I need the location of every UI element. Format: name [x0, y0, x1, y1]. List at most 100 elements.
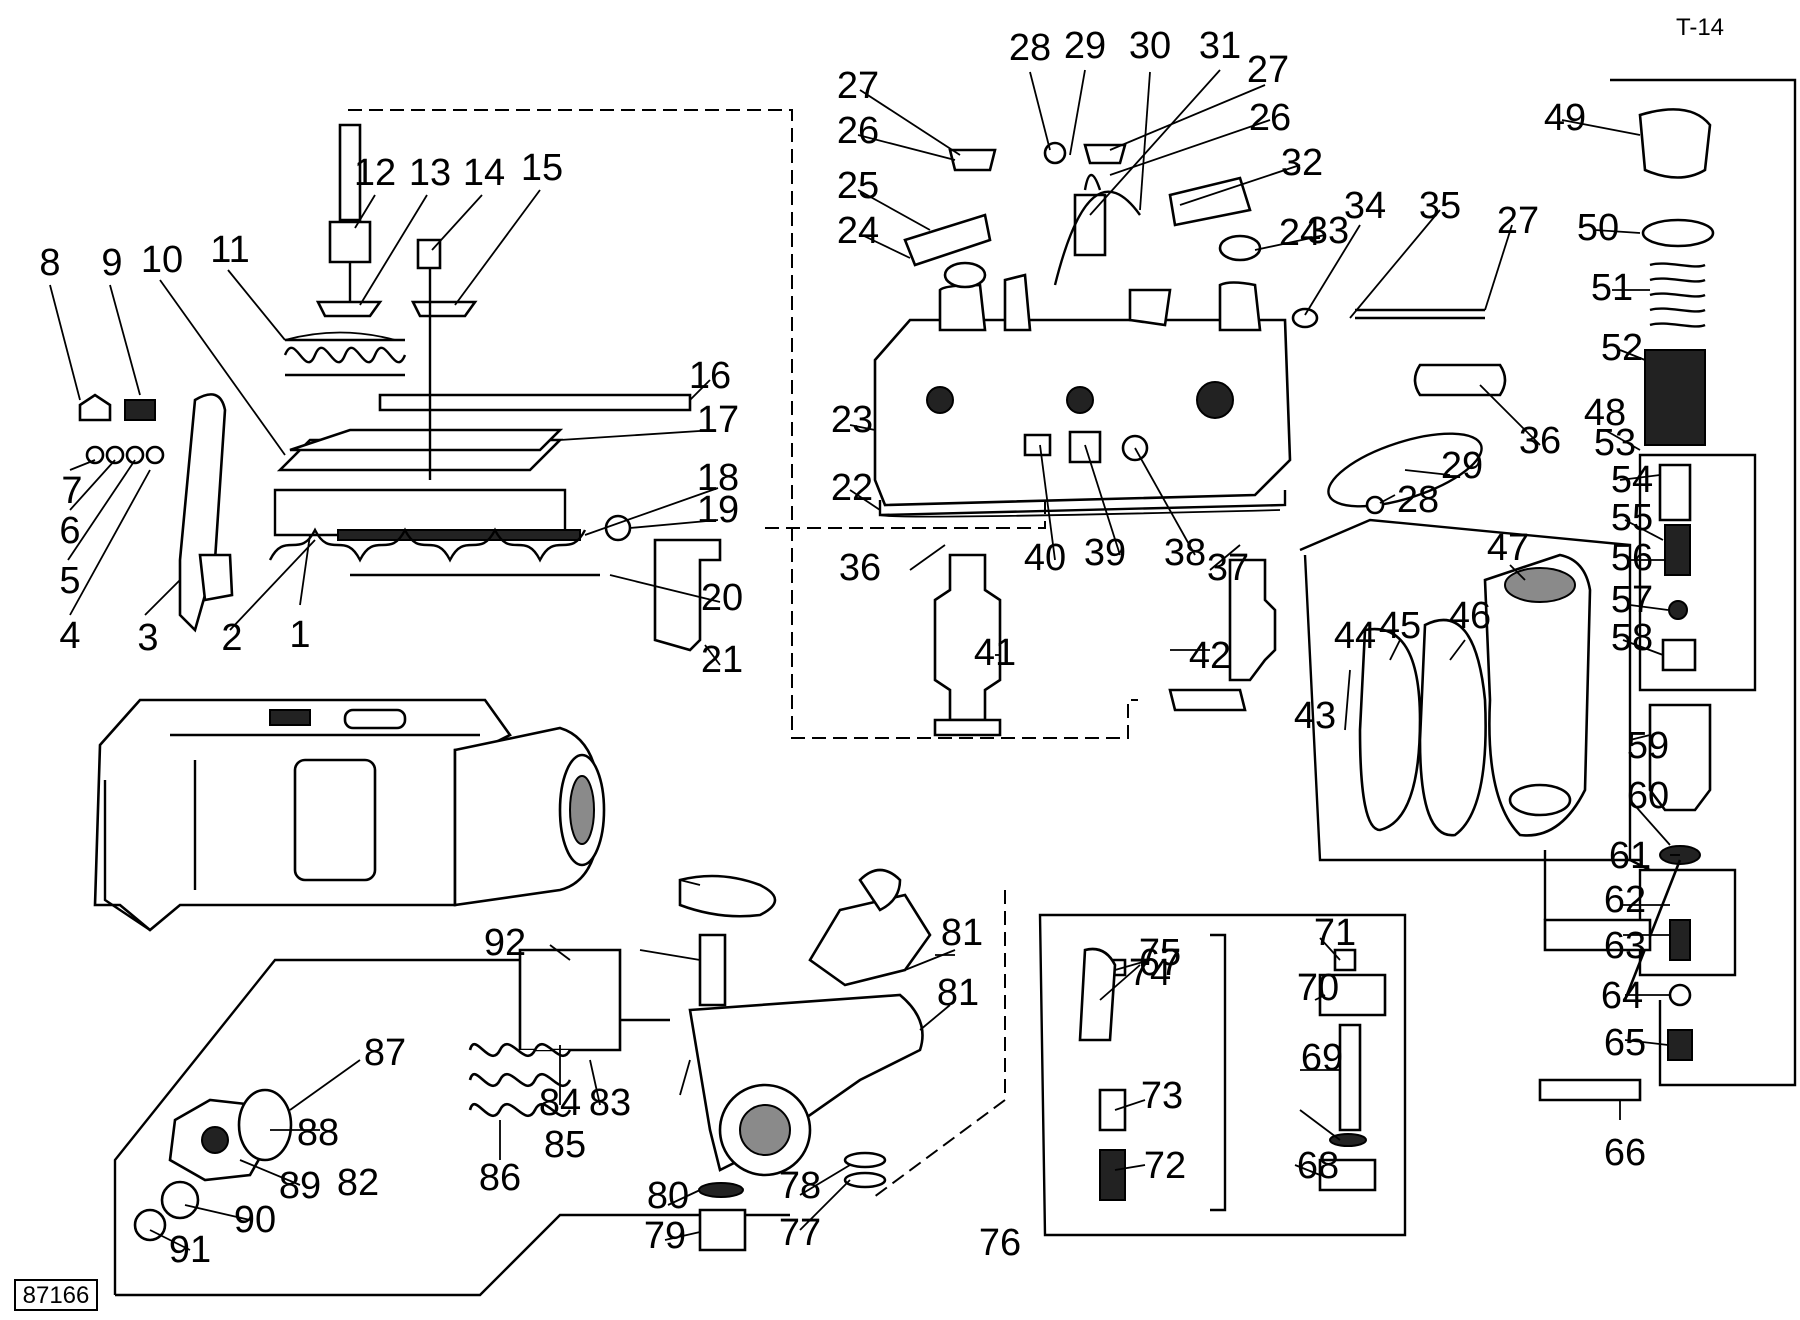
callout-8: 8: [39, 242, 60, 284]
callout-40: 40: [1024, 537, 1066, 579]
callout-57: 57: [1611, 579, 1653, 621]
callout-12: 12: [354, 152, 396, 194]
callout-69: 69: [1301, 1037, 1343, 1079]
tension-spring: [283, 338, 407, 377]
callout-15: 15: [521, 147, 563, 189]
callout-24: 24: [1279, 212, 1321, 254]
callout-34: 34: [1344, 185, 1386, 227]
callout-70: 70: [1297, 967, 1339, 1009]
pump-housing: [93, 698, 606, 932]
callout-56: 56: [1611, 537, 1653, 579]
callout-27: 27: [1497, 200, 1539, 242]
callout-26: 26: [837, 110, 879, 152]
callout-14: 14: [463, 152, 505, 194]
footer-code-box: 87166: [14, 1279, 98, 1311]
callout-45: 45: [1379, 605, 1421, 647]
callout-2: 2: [221, 617, 242, 659]
callout-67: 67: [1139, 942, 1181, 984]
callout-46: 46: [1449, 595, 1491, 637]
callout-87: 87: [364, 1032, 406, 1074]
callout-41: 41: [974, 632, 1016, 674]
callout-91: 91: [169, 1229, 211, 1271]
callout-43: 43: [1294, 695, 1336, 737]
callout-28: 28: [1397, 479, 1439, 521]
callout-71: 71: [1314, 912, 1356, 954]
callout-17: 17: [697, 399, 739, 441]
callout-92: 92: [484, 922, 526, 964]
callout-60: 60: [1627, 775, 1669, 817]
callout-37: 37: [1207, 547, 1249, 589]
callout-6: 6: [59, 510, 80, 552]
governor-linkage: [78, 123, 722, 652]
callout-54: 54: [1611, 459, 1653, 501]
footer-code: 87166: [23, 1282, 90, 1309]
callout-50: 50: [1577, 207, 1619, 249]
callout-28: 28: [1009, 27, 1051, 69]
callout-80: 80: [647, 1175, 689, 1217]
callout-13: 13: [409, 152, 451, 194]
callout-81: 81: [941, 912, 983, 954]
callout-11: 11: [210, 229, 249, 271]
callout-85: 85: [544, 1124, 586, 1166]
callout-61: 61: [1609, 835, 1651, 877]
callout-88: 88: [297, 1112, 339, 1154]
callout-19: 19: [697, 489, 739, 531]
leader-lines: [49, 69, 1680, 1251]
callout-9: 9: [101, 242, 122, 284]
callout-58: 58: [1611, 617, 1653, 659]
callout-52: 52: [1601, 327, 1643, 369]
callout-47: 47: [1487, 527, 1529, 569]
right-column-parts: [1623, 108, 1715, 1061]
callout-36: 36: [1519, 420, 1561, 462]
callout-20: 20: [701, 577, 743, 619]
callout-42: 42: [1189, 635, 1231, 677]
callout-29: 29: [1064, 25, 1106, 67]
callout-18: 18: [697, 457, 739, 499]
callout-49: 49: [1544, 97, 1586, 139]
assembly-boundaries: [113, 78, 1797, 1297]
callout-3: 3: [137, 617, 158, 659]
callout-21: 21: [701, 639, 743, 681]
callout-72: 72: [1144, 1145, 1186, 1187]
callout-75: 75: [1139, 932, 1181, 974]
callout-64: 64: [1601, 975, 1643, 1017]
callout-27: 27: [837, 65, 879, 107]
callout-51: 51: [1591, 267, 1633, 309]
callout-10: 10: [141, 239, 183, 281]
sheet-code: T-14: [1676, 14, 1724, 41]
callout-66: 66: [1604, 1132, 1646, 1174]
callout-78: 78: [779, 1165, 821, 1207]
callout-22: 22: [831, 467, 873, 509]
callout-24: 24: [837, 210, 879, 252]
callout-90: 90: [234, 1199, 276, 1241]
callout-83: 83: [589, 1082, 631, 1124]
callout-36: 36: [839, 547, 881, 589]
callout-82: 82: [337, 1162, 379, 1204]
callout-53: 53: [1594, 422, 1636, 464]
callout-62: 62: [1604, 879, 1646, 921]
callout-33: 33: [1307, 210, 1349, 252]
callout-23: 23: [831, 399, 873, 441]
head-cover: [873, 141, 1507, 518]
callout-65: 65: [1604, 1022, 1646, 1064]
callout-39: 39: [1084, 532, 1126, 574]
callout-29: 29: [1441, 445, 1483, 487]
callout-59: 59: [1627, 725, 1669, 767]
callout-79: 79: [644, 1215, 686, 1257]
callout-89: 89: [279, 1165, 321, 1207]
callout-84: 84: [539, 1082, 581, 1124]
callout-38: 38: [1164, 532, 1206, 574]
plunger-assemblies: [933, 553, 1277, 737]
callout-31: 31: [1199, 25, 1241, 67]
callout-86: 86: [479, 1157, 521, 1199]
callout-30: 30: [1129, 25, 1171, 67]
callout-32: 32: [1281, 142, 1323, 184]
callout-76: 76: [979, 1222, 1021, 1264]
callout-4: 4: [59, 615, 80, 657]
callout-81: 81: [937, 972, 979, 1014]
callout-25: 25: [837, 165, 879, 207]
callout-77: 77: [779, 1212, 821, 1254]
